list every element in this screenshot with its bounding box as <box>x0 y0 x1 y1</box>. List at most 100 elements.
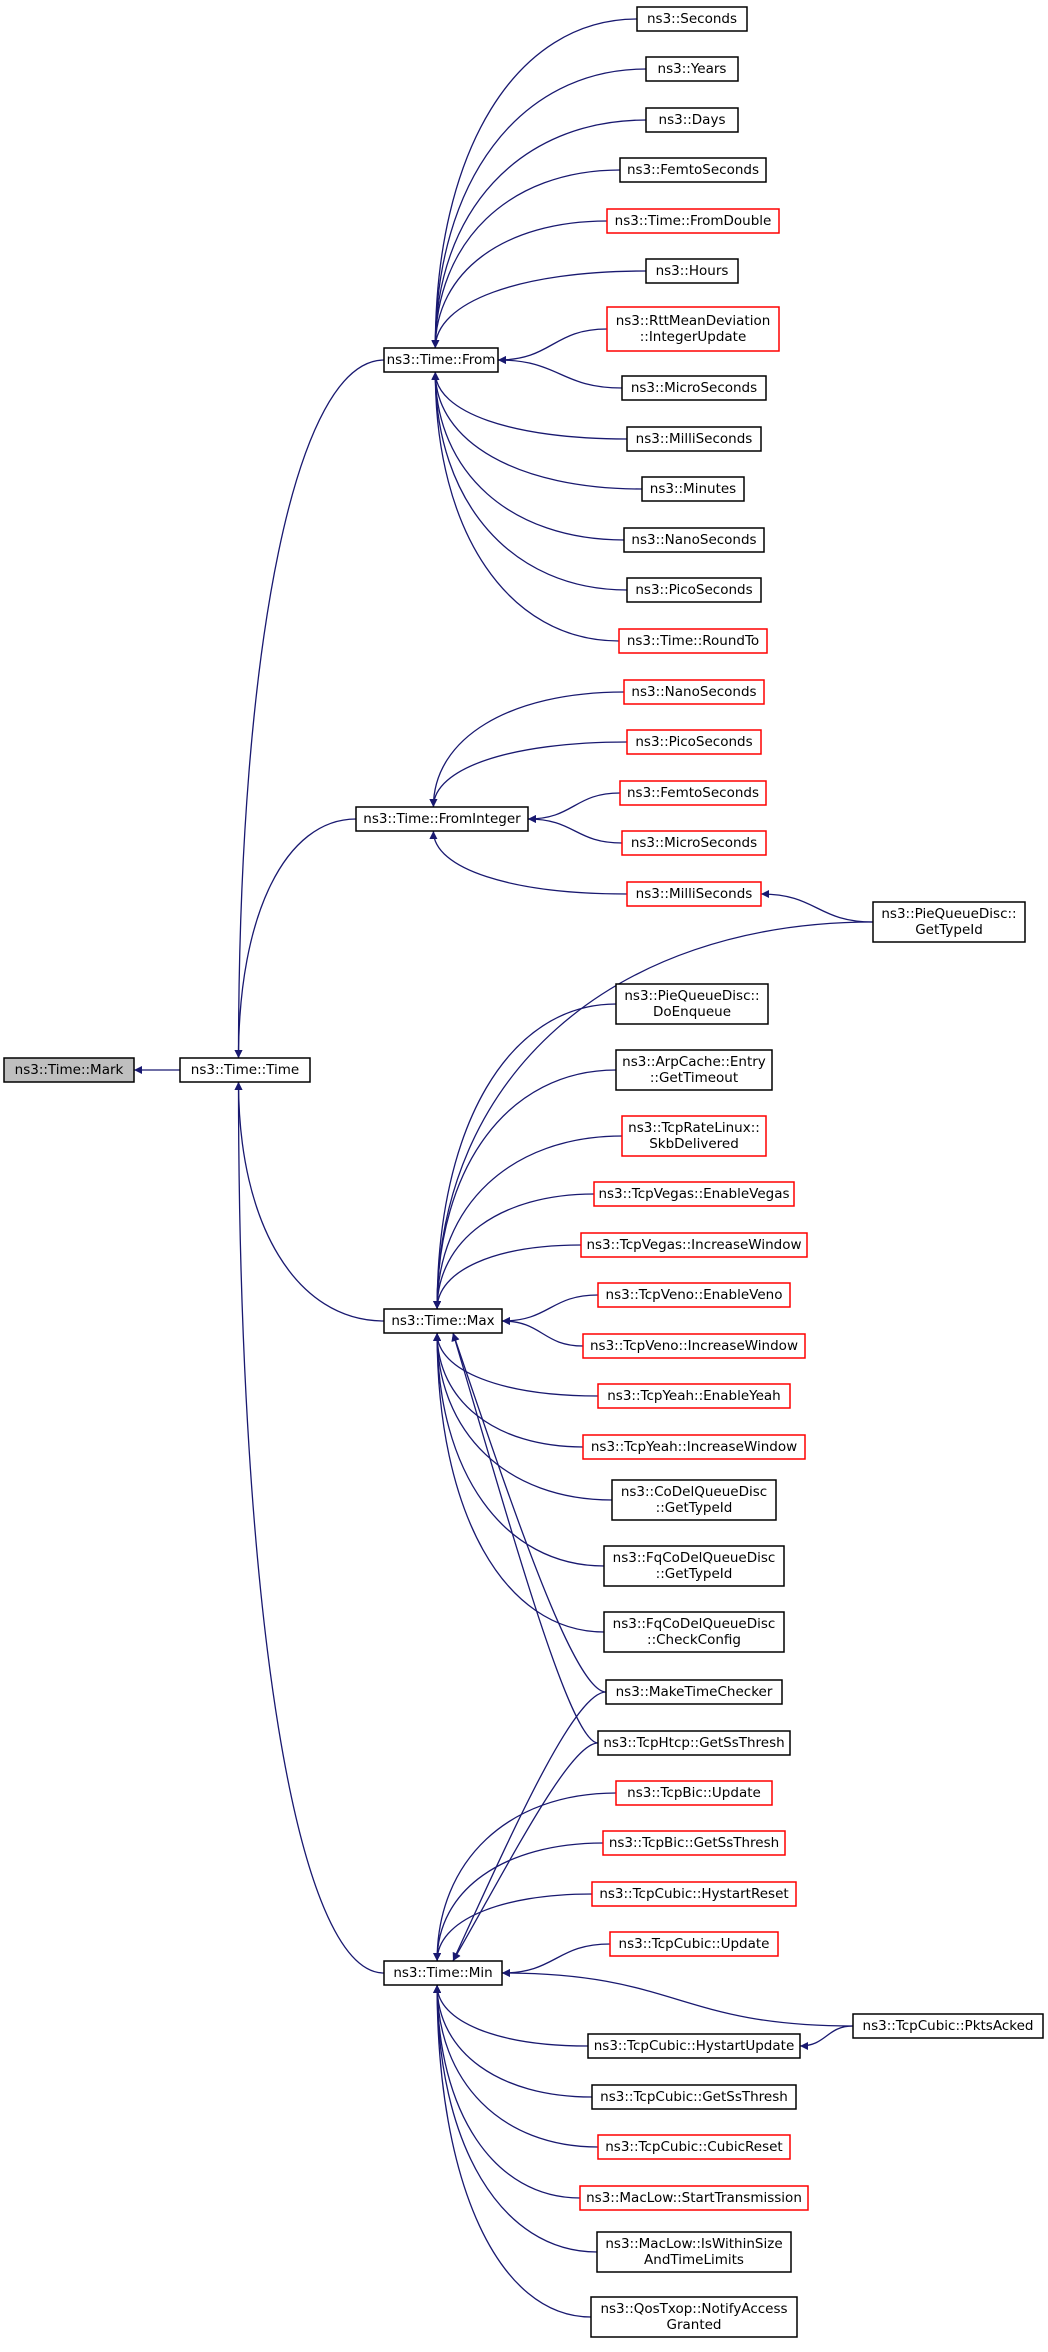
node-cubpkts[interactable]: ns3::TcpCubic::PktsAcked <box>852 2013 1044 2039</box>
node-cubreset[interactable]: ns3::TcpCubic::CubicReset <box>597 2134 791 2160</box>
node-box <box>587 2033 801 2059</box>
edge-days-to-from <box>431 119 647 349</box>
node-label: ns3::NanoSeconds <box>631 532 756 548</box>
node-micro2[interactable]: ns3::MicroSeconds <box>621 830 767 856</box>
node-box <box>619 157 767 183</box>
node-piegettype[interactable]: ns3::PieQueueDisc::GetTypeId <box>872 901 1026 943</box>
edge-micro2-to-fromint <box>527 815 623 844</box>
node-box <box>603 1611 785 1653</box>
node-vegasinc[interactable]: ns3::TcpVegas::IncreaseWindow <box>580 1232 808 1258</box>
edge-from-to-time <box>234 359 385 1059</box>
node-box <box>621 375 767 401</box>
edge-seconds-to-from <box>431 18 638 349</box>
node-label: Granted <box>666 2317 721 2333</box>
edge-fromdouble-to-from <box>431 220 608 349</box>
node-pieenq[interactable]: ns3::PieQueueDisc::DoEnqueue <box>615 983 769 1025</box>
node-cubhyupd[interactable]: ns3::TcpCubic::HystartUpdate <box>587 2033 801 2059</box>
edge-rtt-to-from <box>497 328 608 364</box>
node-label: ns3::TcpVeno::IncreaseWindow <box>590 1338 798 1354</box>
node-milli1[interactable]: ns3::MilliSeconds <box>626 426 762 452</box>
node-label: ns3::Time::Max <box>391 1313 494 1329</box>
node-milli2[interactable]: ns3::MilliSeconds <box>626 881 762 907</box>
edge-bicupd-to-min <box>433 1792 617 1962</box>
node-venoen[interactable]: ns3::TcpVeno::EnableVeno <box>597 1282 791 1308</box>
node-roundto[interactable]: ns3::Time::RoundTo <box>618 628 768 654</box>
node-box <box>603 1545 785 1587</box>
node-label: ns3::NanoSeconds <box>631 684 756 700</box>
node-cubupd[interactable]: ns3::TcpCubic::Update <box>609 1931 779 1957</box>
node-femto2[interactable]: ns3::FemtoSeconds <box>619 780 767 806</box>
node-minutes[interactable]: ns3::Minutes <box>641 476 745 502</box>
node-box <box>609 1931 779 1957</box>
edge-yeahen-to-max <box>433 1332 599 1397</box>
node-bicupd[interactable]: ns3::TcpBic::Update <box>615 1780 773 1806</box>
node-box <box>597 1730 791 1756</box>
node-box <box>626 577 762 603</box>
node-label: ns3::Time::Time <box>191 1062 299 1078</box>
node-label: ns3::Time::From <box>387 352 496 368</box>
node-label: ns3::TcpCubic::Update <box>619 1936 770 1952</box>
node-label: ns3::Years <box>658 61 727 77</box>
node-label: ns3::MacLow::IsWithinSize <box>605 2236 782 2252</box>
node-htcp[interactable]: ns3::TcpHtcp::GetSsThresh <box>597 1730 791 1756</box>
node-time[interactable]: ns3::Time::Time <box>179 1057 311 1083</box>
node-rtt[interactable]: ns3::RttMeanDeviation::IntegerUpdate <box>606 306 780 352</box>
node-box <box>621 1115 767 1157</box>
node-box <box>645 56 739 82</box>
node-cubhyreset[interactable]: ns3::TcpCubic::HystartReset <box>591 1881 797 1907</box>
node-label: ns3::MacLow::StartTransmission <box>586 2190 802 2206</box>
node-tcprate[interactable]: ns3::TcpRateLinux::SkbDelivered <box>621 1115 767 1157</box>
node-pico1[interactable]: ns3::PicoSeconds <box>626 577 762 603</box>
node-fqcheck[interactable]: ns3::FqCoDelQueueDisc::CheckConfig <box>603 1611 785 1653</box>
edge-vegasen-to-max <box>433 1193 595 1310</box>
node-box <box>852 2013 1044 2039</box>
node-box <box>615 1780 773 1806</box>
node-fromint[interactable]: ns3::Time::FromInteger <box>355 806 529 832</box>
node-hours[interactable]: ns3::Hours <box>645 258 739 284</box>
node-mark: ns3::Time::Mark <box>3 1057 135 1083</box>
node-fromdouble[interactable]: ns3::Time::FromDouble <box>606 208 780 234</box>
node-label: ns3::FemtoSeconds <box>627 785 759 801</box>
node-bicss[interactable]: ns3::TcpBic::GetSsThresh <box>602 1830 786 1856</box>
node-arpcache[interactable]: ns3::ArpCache::Entry::GetTimeout <box>615 1049 773 1091</box>
node-box <box>645 107 739 133</box>
node-yeahinc[interactable]: ns3::TcpYeah::IncreaseWindow <box>582 1434 806 1460</box>
edge-tcprate-to-max <box>433 1135 623 1310</box>
node-macstart[interactable]: ns3::MacLow::StartTransmission <box>579 2185 809 2211</box>
node-micro1[interactable]: ns3::MicroSeconds <box>621 375 767 401</box>
node-seconds[interactable]: ns3::Seconds <box>636 6 748 32</box>
edge-macwithin-to-min <box>433 1984 598 2253</box>
node-maketime[interactable]: ns3::MakeTimeChecker <box>605 1679 783 1705</box>
node-label: ns3::Time::FromDouble <box>615 213 772 229</box>
edge-min-to-time <box>234 1081 385 1974</box>
node-codel[interactable]: ns3::CoDelQueueDisc::GetTypeId <box>611 1479 777 1521</box>
node-box <box>623 679 765 705</box>
node-label: ::CheckConfig <box>647 1632 741 1648</box>
node-fqgettype[interactable]: ns3::FqCoDelQueueDisc::GetTypeId <box>603 1545 785 1587</box>
node-label: ns3::MilliSeconds <box>636 886 753 902</box>
node-label: ns3::Time::FromInteger <box>363 811 521 827</box>
edge-codel-to-max <box>433 1332 613 1501</box>
node-nano2[interactable]: ns3::NanoSeconds <box>623 679 765 705</box>
node-years[interactable]: ns3::Years <box>645 56 739 82</box>
edge-piegettype-to-max <box>433 921 874 1310</box>
node-vegasen[interactable]: ns3::TcpVegas::EnableVegas <box>593 1181 795 1207</box>
node-label: ns3::TcpYeah::EnableYeah <box>607 1388 780 1404</box>
node-venoinc[interactable]: ns3::TcpVeno::IncreaseWindow <box>582 1333 806 1359</box>
node-pico2[interactable]: ns3::PicoSeconds <box>626 729 762 755</box>
node-min[interactable]: ns3::Time::Min <box>383 1960 503 1986</box>
node-nano1[interactable]: ns3::NanoSeconds <box>623 527 765 553</box>
node-box <box>582 1434 806 1460</box>
node-label: ns3::MicroSeconds <box>631 835 757 851</box>
edge-vegasinc-to-max <box>433 1244 582 1310</box>
edge-minutes-to-from <box>431 371 643 490</box>
node-femto1[interactable]: ns3::FemtoSeconds <box>619 157 767 183</box>
node-yeahen[interactable]: ns3::TcpYeah::EnableYeah <box>597 1383 791 1409</box>
node-from[interactable]: ns3::Time::From <box>383 347 499 373</box>
node-max[interactable]: ns3::Time::Max <box>383 1308 503 1334</box>
node-label: ns3::Hours <box>656 263 729 279</box>
node-cubss[interactable]: ns3::TcpCubic::GetSsThresh <box>591 2084 797 2110</box>
node-days[interactable]: ns3::Days <box>645 107 739 133</box>
